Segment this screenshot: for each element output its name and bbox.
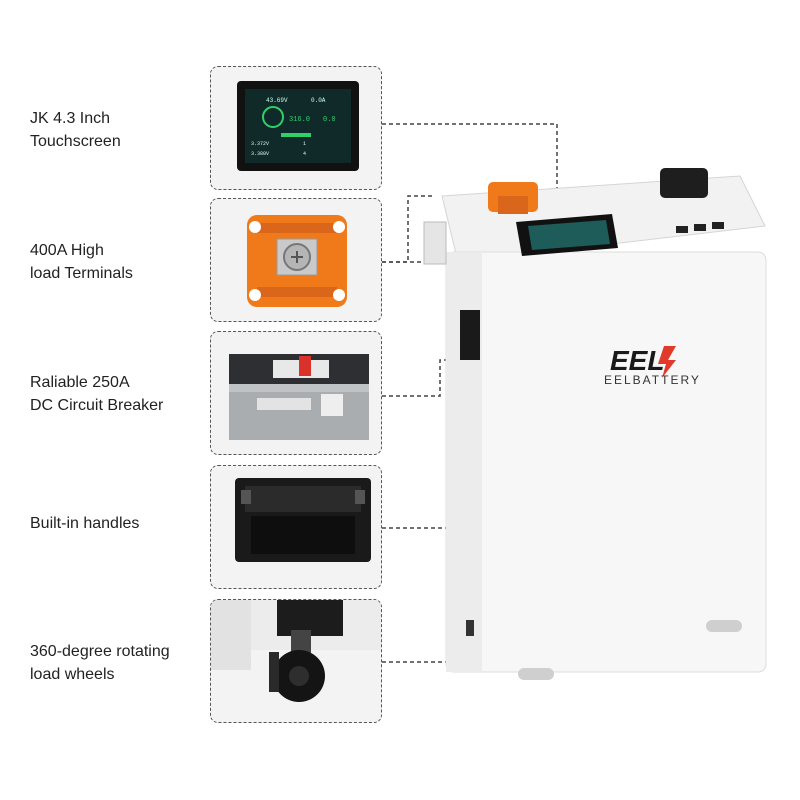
screen-readout-power: 0.0 [323,116,336,124]
screen-readout-cell-a: 1 [303,141,306,147]
circuit-breaker-thumbnail [210,331,382,455]
wheels-thumbnail [210,599,382,723]
screen-readout-capacity: 316.0 [289,116,310,124]
terminals-thumbnail [210,198,382,322]
logo-eel: EEL [610,345,664,376]
battery-unit [423,168,767,680]
feature-label-terminals: 400A High load Terminals [30,242,133,282]
feature-label-circuit-breaker: Raliable 250A DC Circuit Breaker [30,374,164,414]
black-terminal [660,168,708,198]
screen-readout-current: 0.0A [311,97,326,104]
screen-readout-cell-b: 4 [303,151,306,157]
logo-brand-name: EELBATTERY [604,373,701,387]
touchscreen-thumbnail: 43.69V 0.0A 316.0 0.0 3.372V 3.380V 1 4 [210,66,382,190]
screen-readout-voltage: 43.69V [266,97,288,104]
brand-logo: EEL EELBATTERY [604,345,701,387]
screen-readout-cell-min: 3.380V [251,151,269,157]
screen-readout-cell-max: 3.372V [251,141,269,147]
feature-label-handles: Built-in handles [30,515,140,532]
side-handle [460,310,480,360]
feature-label-touchscreen: JK 4.3 Inch Touchscreen [30,110,121,150]
feature-label-wheels: 360-degree rotating load wheels [30,643,170,683]
handles-thumbnail [210,465,382,589]
